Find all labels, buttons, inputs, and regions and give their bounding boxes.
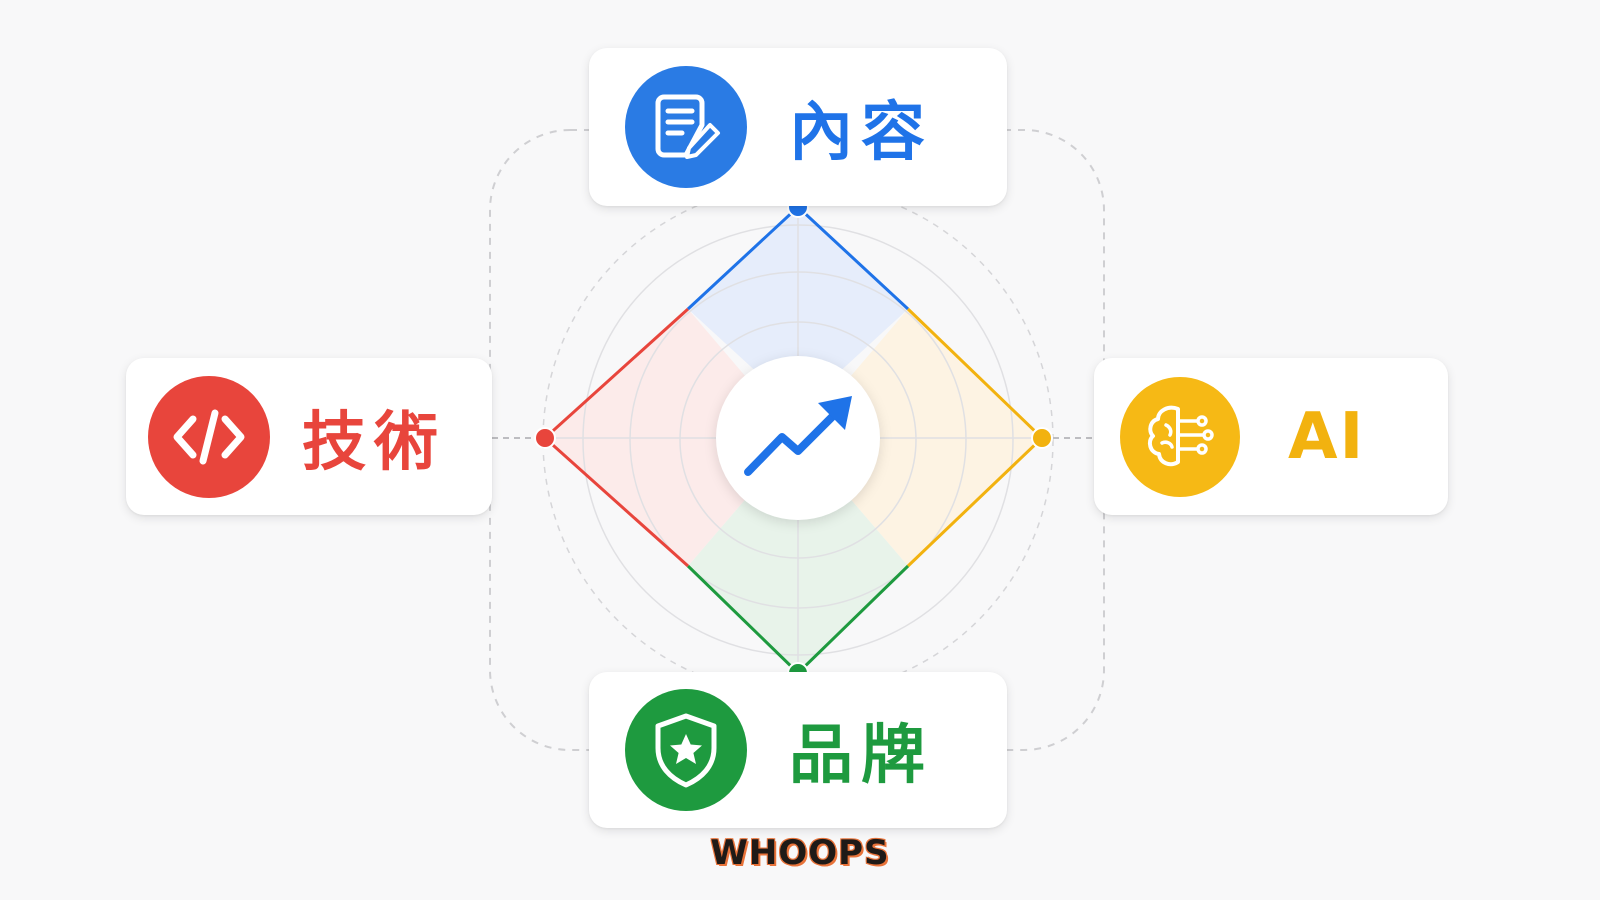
shield-star-icon-badge xyxy=(625,689,747,811)
node-card-ai: AI xyxy=(1094,358,1448,515)
edge-top-right xyxy=(796,205,910,311)
brain-circuit-icon xyxy=(1147,405,1214,466)
trending-up-arrow-icon xyxy=(744,396,852,476)
document-edit-icon xyxy=(655,94,720,159)
edge-right-top xyxy=(906,307,1044,440)
document-edit-icon-badge xyxy=(625,66,747,188)
edge-bottom-left xyxy=(686,564,800,675)
code-icon xyxy=(173,409,245,464)
node-card-brand: 品牌 xyxy=(589,672,1007,828)
edge-top-left xyxy=(686,205,800,311)
node-label-brand: 品牌 xyxy=(789,719,933,793)
edge-left-bottom xyxy=(543,436,690,568)
code-icon-badge xyxy=(148,375,270,498)
node-label-content: 內容 xyxy=(789,96,933,170)
node-card-content: 內容 xyxy=(589,48,1007,206)
edge-left-top xyxy=(543,307,690,440)
node-card-tech: 技術 xyxy=(126,358,492,515)
edge-bottom-right xyxy=(796,564,910,675)
shield-star-icon xyxy=(655,713,717,788)
vertex-right xyxy=(1031,427,1053,449)
edge-right-bottom xyxy=(906,436,1044,568)
node-label-ai: AI xyxy=(1288,399,1366,474)
watermark-text: WHOOPS xyxy=(710,833,890,873)
vertex-left xyxy=(534,427,556,449)
center-circle xyxy=(716,356,880,520)
brain-circuit-icon-badge xyxy=(1120,376,1240,497)
node-label-tech: 技術 xyxy=(302,405,446,480)
